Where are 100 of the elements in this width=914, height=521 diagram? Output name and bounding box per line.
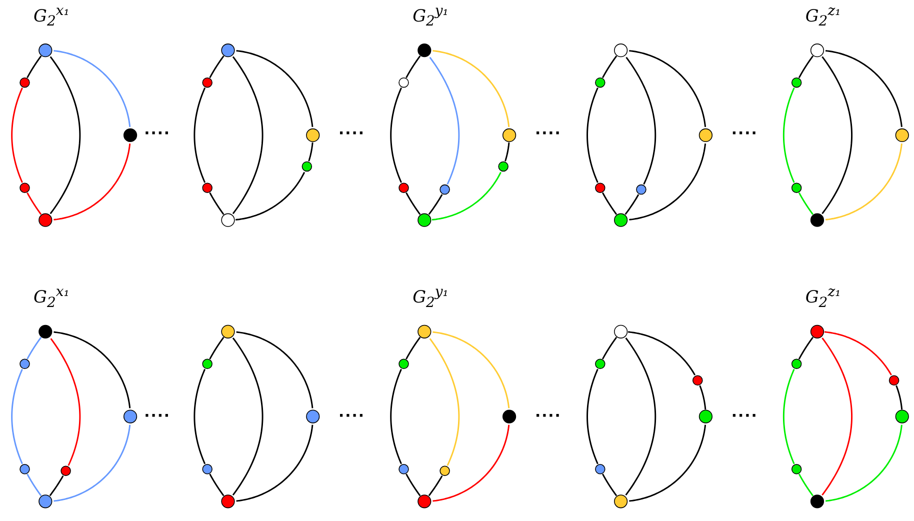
- graph-vertex: [221, 494, 235, 508]
- ellipsis-dots: ····: [338, 126, 365, 142]
- graph-vertex: [202, 358, 212, 370]
- graph-edge: [26, 56, 42, 78]
- ellipsis-dots: ····: [338, 408, 365, 424]
- graph-vertex: [20, 358, 30, 370]
- graph-edge: [406, 192, 421, 215]
- graph-vertex: [38, 213, 52, 227]
- graph-edge: [825, 50, 902, 127]
- ellipsis-dots: ····: [534, 126, 562, 142]
- graph-edge: [628, 331, 696, 376]
- graph-edge: [54, 50, 131, 127]
- graph-edge: [406, 56, 421, 78]
- graph-edge: [236, 424, 314, 502]
- graph-edge: [50, 338, 81, 466]
- graph-edge: [824, 331, 892, 376]
- graph-edge: [782, 368, 795, 464]
- ellipsis-dots: ····: [144, 126, 171, 142]
- graph-vertex: [791, 464, 802, 474]
- graph-edge: [308, 142, 314, 162]
- graph-vertex: [221, 44, 235, 58]
- graph-edge: [798, 56, 814, 78]
- graph-edge: [209, 192, 224, 215]
- graph-edge: [54, 424, 131, 502]
- graph-edge: [50, 56, 81, 214]
- graph-vertex: [418, 494, 432, 508]
- graph-edge: [822, 338, 853, 496]
- graph-edge: [236, 172, 306, 220]
- graph-edge: [11, 368, 23, 464]
- graph-vertex: [810, 324, 824, 338]
- ellipsis-dots: ····: [731, 408, 758, 424]
- graph-edge: [194, 368, 206, 464]
- graph-edge: [428, 194, 443, 215]
- graph-vertex: [38, 494, 52, 508]
- graph-edge: [390, 88, 402, 183]
- graph-vertex: [398, 464, 409, 474]
- graph-vertex: [895, 128, 909, 142]
- graph-vertex: [440, 466, 450, 476]
- graph-edge: [825, 424, 902, 502]
- graph-vertex: [595, 464, 606, 474]
- graph-vertex: [502, 410, 516, 424]
- graph-vertex: [614, 494, 628, 508]
- graph-edge: [26, 336, 42, 360]
- graph-edge: [602, 474, 618, 496]
- graph-vertex: [123, 128, 138, 142]
- graph-vertex: [398, 182, 409, 193]
- graph-edge: [798, 474, 814, 496]
- graph-edge: [699, 385, 706, 410]
- graph-vertex: [692, 375, 703, 386]
- graph-edge: [432, 331, 510, 408]
- ellipsis-dots: ····: [144, 408, 171, 424]
- graph-edge: [429, 338, 460, 466]
- graph-edge: [798, 192, 814, 215]
- graph-vertex: [791, 182, 802, 193]
- graph-vertex: [60, 466, 71, 476]
- graph-edge: [54, 331, 131, 408]
- graph-edge: [432, 424, 510, 502]
- graph-edge: [625, 338, 656, 496]
- graph-edge: [428, 475, 443, 496]
- graph-edge: [602, 192, 618, 215]
- graph-vertex: [418, 44, 432, 58]
- graph-vertex: [502, 128, 516, 142]
- ellipsis-dots: ····: [731, 126, 758, 142]
- graph-edge: [54, 143, 131, 220]
- graph-vertex: [202, 77, 212, 88]
- graph-edge: [629, 143, 706, 220]
- graph-edge: [209, 336, 224, 360]
- graph-edge: [432, 172, 502, 220]
- graph-edge: [236, 50, 314, 127]
- graph-edge: [586, 368, 598, 464]
- graph-vertex: [202, 464, 212, 474]
- graph-vertex: [810, 213, 824, 227]
- graph-vertex: [440, 184, 450, 195]
- graph-vertex: [791, 358, 802, 370]
- graph-vertex: [614, 44, 628, 58]
- graph-edge: [194, 88, 206, 183]
- graph-edge: [432, 50, 510, 127]
- graph-vertex: [418, 213, 432, 227]
- graph-vertex: [614, 324, 628, 338]
- graph-edge: [406, 336, 421, 360]
- graph-vertex: [221, 324, 235, 338]
- graph-vertex: [38, 324, 52, 338]
- graph-edge: [209, 56, 224, 78]
- graph-vertex: [302, 161, 312, 172]
- graph-vertex: [595, 358, 606, 370]
- graph-vertex: [306, 410, 320, 424]
- graph-edge: [896, 385, 903, 410]
- graph-edge: [26, 192, 42, 215]
- graph-edge: [236, 331, 314, 408]
- graph-vertex: [202, 182, 212, 193]
- graph-vertex: [810, 494, 824, 508]
- ellipsis-dots: ····: [534, 408, 562, 424]
- graph-edge: [232, 338, 264, 496]
- graph-vertex: [38, 44, 52, 58]
- graph-edge: [26, 474, 42, 496]
- graph-vertex: [698, 410, 713, 424]
- graph-edge: [406, 474, 421, 496]
- graph-vertex: [20, 464, 30, 474]
- graph-edge: [232, 56, 264, 214]
- graph-edge: [586, 88, 598, 183]
